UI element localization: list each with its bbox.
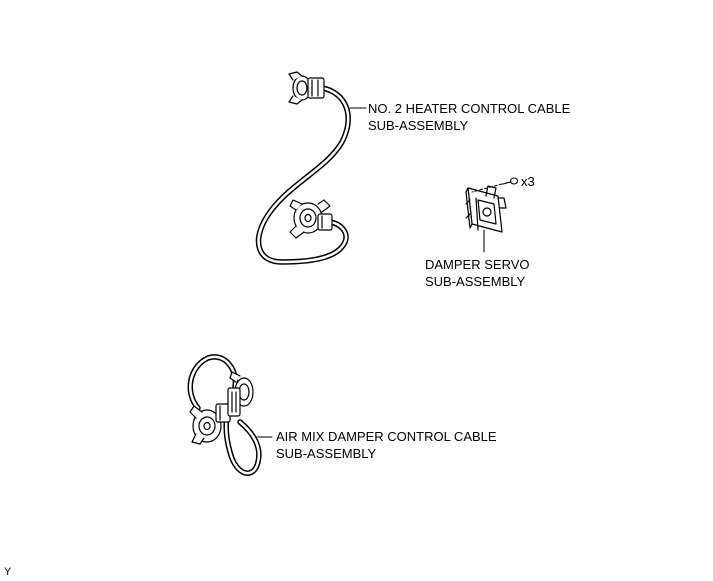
damper-servo-label: DAMPER SERVO SUB-ASSEMBLY: [425, 256, 530, 290]
damper-servo-drawing: [465, 185, 507, 233]
air-mix-cable-right-connector: [227, 371, 254, 417]
damper-servo-label-line1: DAMPER SERVO: [425, 257, 530, 272]
air-mix-cable-label-line1: AIR MIX DAMPER CONTROL CABLE: [276, 429, 497, 444]
corner-code: Y: [4, 566, 12, 578]
air-mix-cable-label: AIR MIX DAMPER CONTROL CABLE SUB-ASSEMBL…: [276, 428, 497, 462]
heater-cable-bottom-connector: [289, 199, 333, 239]
damper-servo-label-line2: SUB-ASSEMBLY: [425, 274, 526, 289]
heater-cable-label: NO. 2 HEATER CONTROL CABLE SUB-ASSEMBLY: [368, 100, 570, 134]
air-mix-cable-left-connector: [189, 403, 231, 445]
screw-drawing: [502, 177, 519, 185]
heater-cable-top-connector: [288, 71, 325, 105]
heater-cable-label-line1: NO. 2 HEATER CONTROL CABLE: [368, 101, 571, 116]
screw-dashed-line: [471, 183, 503, 193]
heater-cable-label-line2: SUB-ASSEMBLY: [368, 118, 469, 133]
air-mix-cable-drawing: [187, 354, 262, 476]
screw-count-label: x3: [521, 174, 535, 189]
heater-control-cable-drawing: [255, 71, 351, 265]
air-mix-cable-label-line2: SUB-ASSEMBLY: [276, 446, 377, 461]
